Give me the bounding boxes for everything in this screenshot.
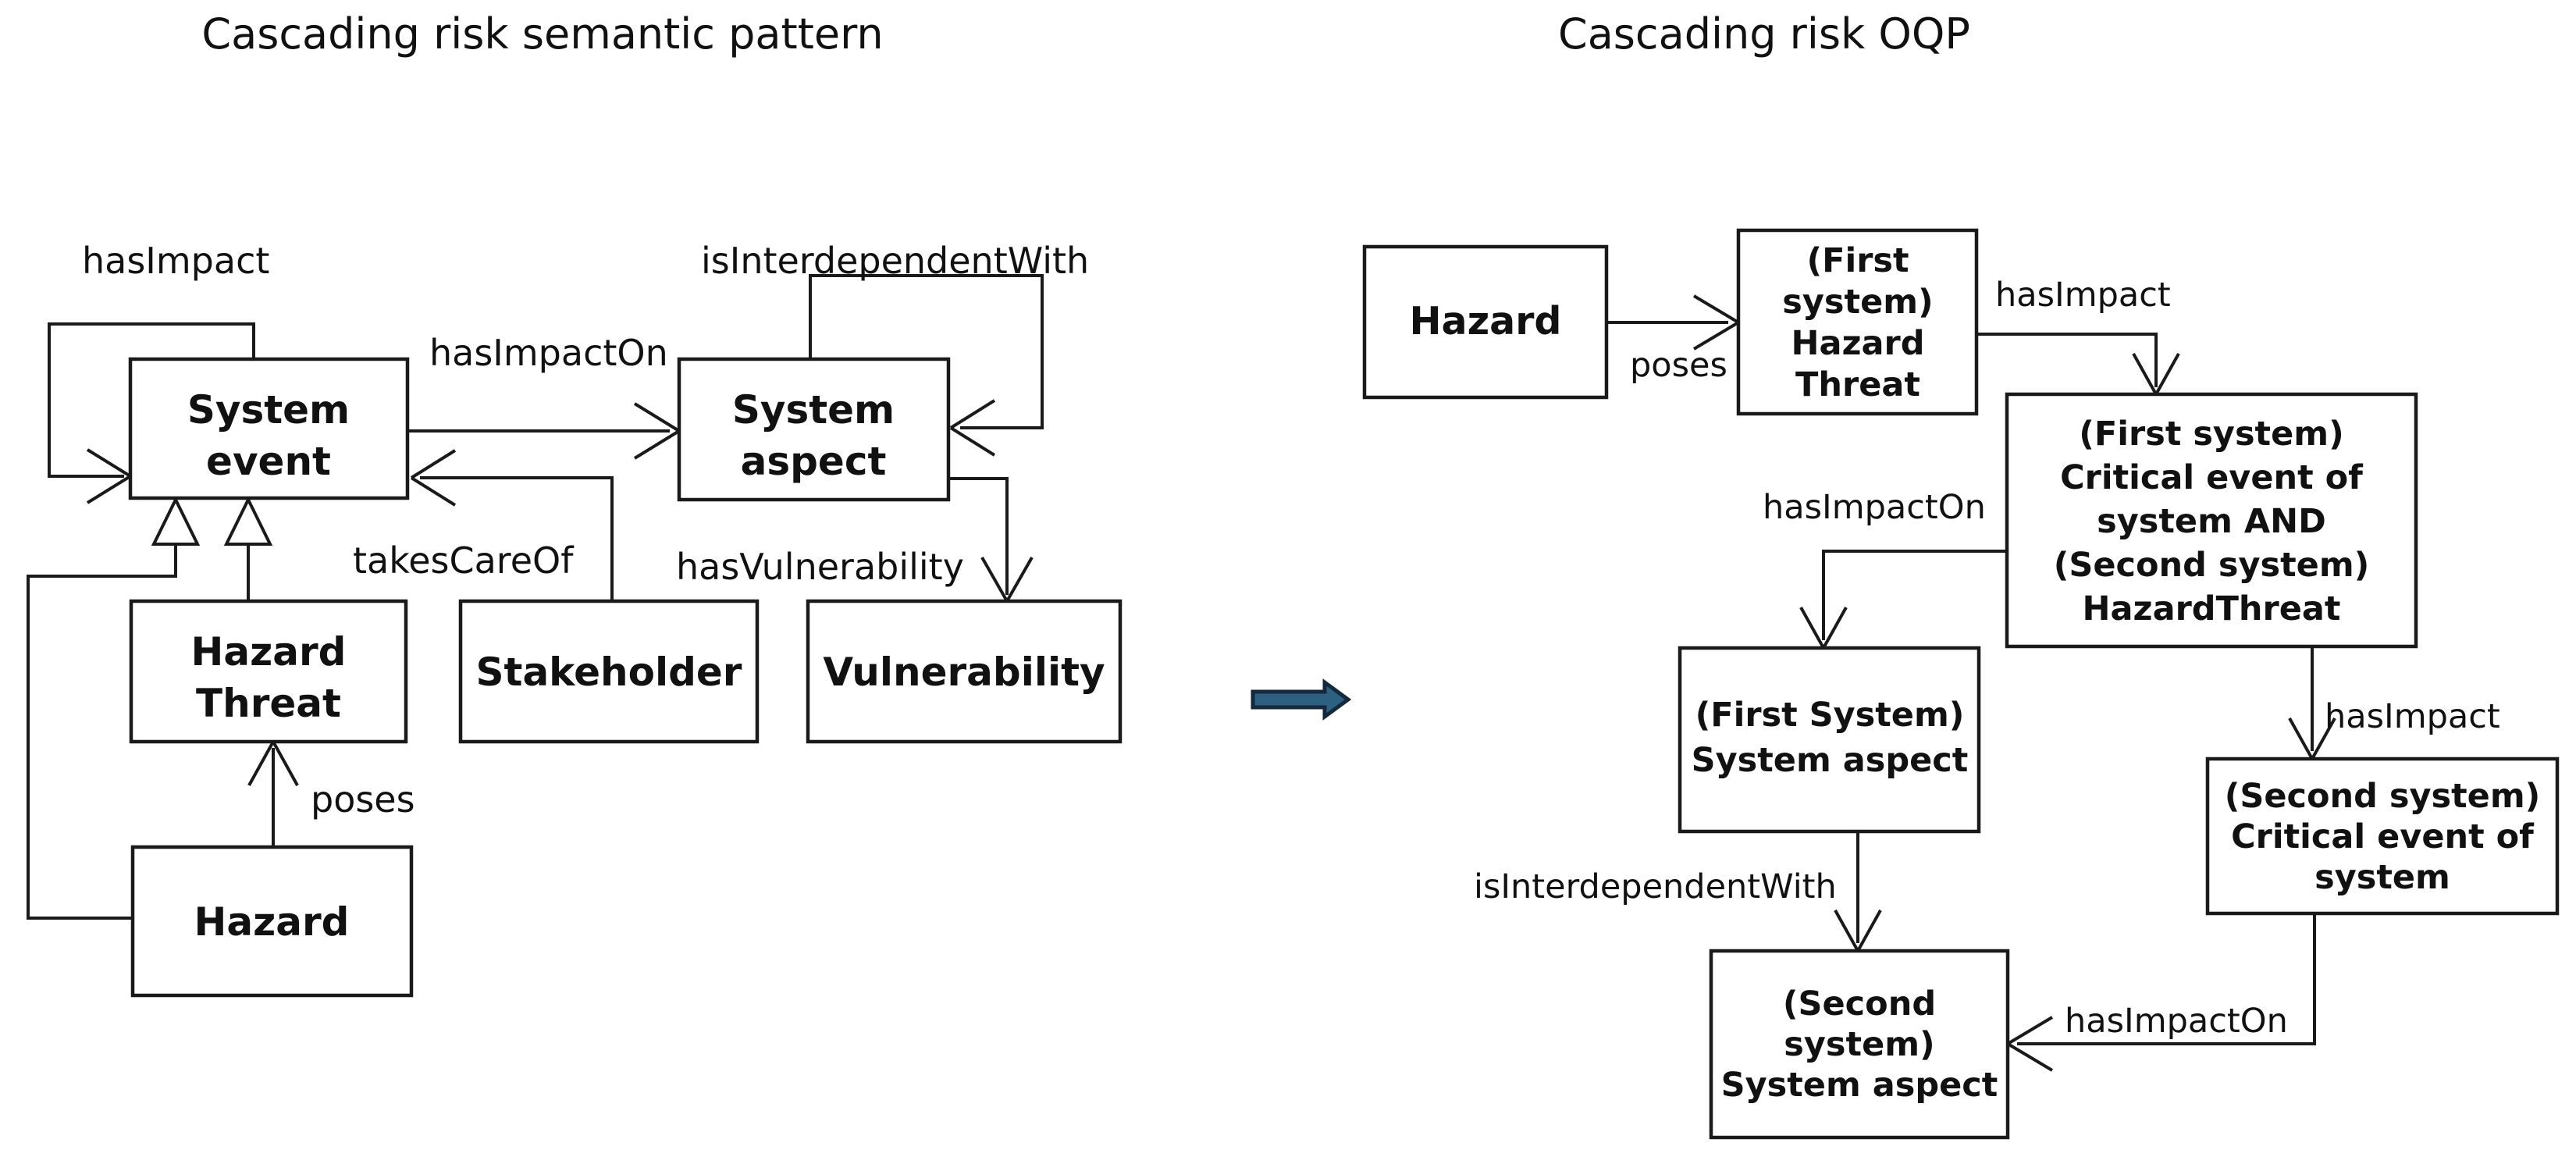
system-aspect-label-line1: System [732,387,895,433]
hazard-generalization-triangle-icon [151,496,201,546]
oqp-first-critical-event-line5: HazardThreat [2083,589,2341,628]
oqp-has-impact-on-mid-line [1822,550,2007,640]
oqp-first-system-aspect-rect [1678,646,1981,834]
oqp-second-critical-event-box: (Second system) Critical event of system [2205,756,2560,916]
is-interdependent-loop-line [809,274,1044,429]
hazard-generalization-line [27,544,177,920]
system-event-box: System event [128,357,410,500]
oqp-first-system-aspect-box: (First System) System aspect [1678,646,1981,834]
system-event-rect [128,357,410,500]
has-impact-on-label: hasImpactOn [429,332,668,374]
system-aspect-rect [677,357,951,502]
takes-care-of-label: takesCareOf [353,539,575,582]
has-impact-arrowhead [86,448,132,504]
vulnerability-label: Vulnerability [823,650,1105,695]
system-event-label-line1: System [187,387,350,433]
oqp-first-critical-event-line2: Critical event of [2060,458,2364,497]
takes-care-of-arrowhead [410,449,457,507]
oqp-first-critical-event-line3: system AND [2097,502,2326,541]
vulnerability-rect [806,599,1123,744]
oqp-is-interdependent-arrowhead [1834,910,1882,952]
system-aspect-box: System aspect [677,357,951,502]
is-interdependent-label: isInterdependentWith [701,240,1089,282]
has-impact-loop-line [48,322,255,478]
oqp-poses-label: poses [1630,346,1727,385]
system-aspect-label-line2: aspect [741,439,887,484]
oqp-first-system-aspect-line1: (First System) [1695,696,1965,735]
right-diagram-title: Cascading risk OQP [1558,9,1970,59]
oqp-first-critical-event-rect [2005,392,2418,649]
oqp-second-system-aspect-line3: System aspect [1721,1066,1998,1105]
oqp-has-impact-on-bottom-arrowhead [2006,1016,2054,1072]
oqp-has-impact-right-arrowhead [2288,717,2336,760]
hazard-rect-left [130,845,414,998]
has-vulnerability-label: hasVulnerability [676,546,964,588]
vulnerability-box: Vulnerability [806,599,1123,744]
has-vulnerability-arrowhead [980,557,1034,602]
hazard-label-left: Hazard [194,899,350,945]
oqp-has-impact-top-arrowhead [2132,353,2180,395]
has-impact-label: hasImpact [82,240,269,282]
oqp-hazard-label: Hazard [1410,299,1562,344]
oqp-second-critical-event-rect [2205,756,2560,916]
is-interdependent-arrowhead [949,399,996,457]
hazard-threat-generalization-triangle-icon [223,496,273,546]
oqp-second-system-aspect-line2: system) [1784,1025,1934,1064]
poses-label: poses [311,778,415,821]
oqp-has-impact-right-label: hasImpact [2325,697,2500,736]
semantic-pattern-diagram: Cascading risk semantic pattern hasImpac… [27,9,1123,998]
oqp-first-hazard-threat-line3: Hazard [1791,324,1924,363]
oqp-second-critical-event-line2: Critical event of [2231,817,2535,856]
left-diagram-title: Cascading risk semantic pattern [201,9,883,59]
has-vulnerability-line [948,477,1009,595]
oqp-diagram: Cascading risk OQP poses hasImpact hasIm… [1362,9,2560,1140]
oqp-second-system-aspect-line1: (Second [1783,984,1936,1024]
hazard-threat-box: Hazard Threat [129,599,408,744]
oqp-second-critical-event-line3: system [2314,858,2450,897]
oqp-second-system-aspect-rect [1709,949,2010,1140]
hazard-threat-label-line2: Threat [196,681,341,726]
oqp-first-hazard-threat-line4: Threat [1795,365,1920,404]
transform-arrow-icon [1253,682,1348,717]
hazard-box-left: Hazard [130,845,414,998]
oqp-second-critical-event-line1: (Second system) [2225,777,2541,816]
oqp-first-hazard-threat-rect [1736,228,1979,416]
oqp-has-impact-on-bottom-line [2017,913,2316,1045]
oqp-is-interdependent-label: isInterdependentWith [1474,867,1837,906]
oqp-first-critical-event-line1: (First system) [2079,415,2344,454]
oqp-has-impact-top-line [1976,333,2158,387]
has-impact-on-arrowhead [633,402,681,460]
oqp-first-critical-event-line4: (Second system) [2054,546,2370,585]
hazard-threat-rect [129,599,408,744]
oqp-has-impact-top-label: hasImpact [1995,276,2171,315]
oqp-first-hazard-threat-line2: system) [1782,283,1933,322]
oqp-poses-arrowhead [1692,294,1740,351]
hazard-threat-label-line1: Hazard [191,629,347,675]
oqp-first-hazard-threat-box: (First system) Hazard Threat [1736,228,1979,416]
oqp-has-impact-on-mid-label: hasImpactOn [1763,488,1986,527]
oqp-first-system-aspect-line2: System aspect [1692,741,1969,780]
oqp-has-impact-on-bottom-label: hasImpactOn [2065,1002,2288,1041]
oqp-hazard-rect [1362,244,1609,400]
oqp-second-system-aspect-box: (Second system) System aspect [1709,949,2010,1140]
takes-care-of-line [420,476,614,601]
oqp-first-hazard-threat-line1: (First [1806,241,1909,280]
poses-arrowhead [247,741,299,786]
stakeholder-label: Stakeholder [476,650,742,695]
stakeholder-box: Stakeholder [458,599,760,744]
oqp-has-impact-on-mid-arrowhead [1799,607,1848,649]
oqp-first-critical-event-box: (First system) Critical event of system … [2005,392,2418,649]
oqp-hazard-box: Hazard [1362,244,1609,400]
stakeholder-rect [458,599,760,744]
system-event-label-line2: event [206,439,331,484]
transform-arrow-outline-icon [1251,678,1352,721]
